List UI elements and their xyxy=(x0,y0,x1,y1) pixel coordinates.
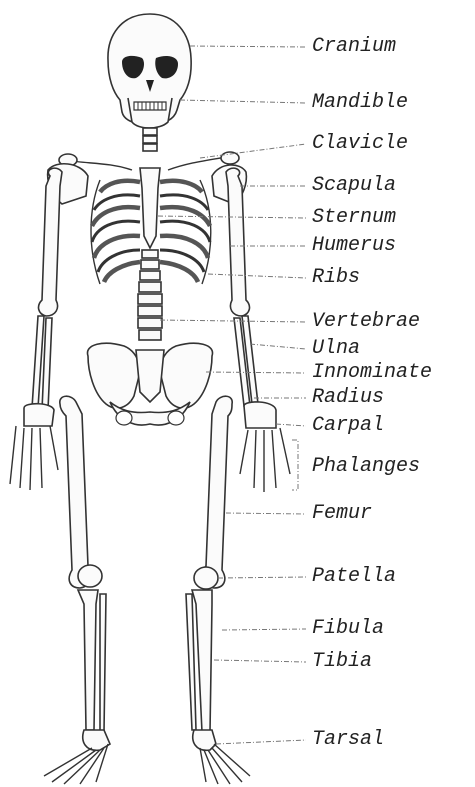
patellae xyxy=(78,565,218,589)
label-phalanges: Phalanges xyxy=(312,457,420,477)
label-patella: Patella xyxy=(312,567,396,587)
mandible xyxy=(128,98,172,128)
label-carpal: Carpal xyxy=(312,416,384,436)
vertebrae xyxy=(138,250,162,340)
label-radius: Radius xyxy=(312,388,384,408)
label-innominate: Innominate xyxy=(312,363,432,383)
label-vertebrae: Vertebrae xyxy=(312,312,420,332)
label-fibula: Fibula xyxy=(312,619,384,639)
label-sternum: Sternum xyxy=(312,208,396,228)
label-humerus: Humerus xyxy=(312,236,396,256)
label-femur: Femur xyxy=(312,504,372,524)
lower-legs xyxy=(78,590,212,732)
cervical-vertebrae xyxy=(143,128,157,151)
innominate xyxy=(87,343,212,425)
label-ribs: Ribs xyxy=(312,268,360,288)
label-tibia: Tibia xyxy=(312,652,372,672)
label-mandible: Mandible xyxy=(312,93,408,113)
label-ulna: Ulna xyxy=(312,339,360,359)
label-cranium: Cranium xyxy=(312,37,396,57)
sternum xyxy=(140,168,160,248)
label-tarsal: Tarsal xyxy=(312,730,384,750)
feet xyxy=(44,730,250,784)
label-clavicle: Clavicle xyxy=(312,134,408,154)
label-scapula: Scapula xyxy=(312,176,396,196)
